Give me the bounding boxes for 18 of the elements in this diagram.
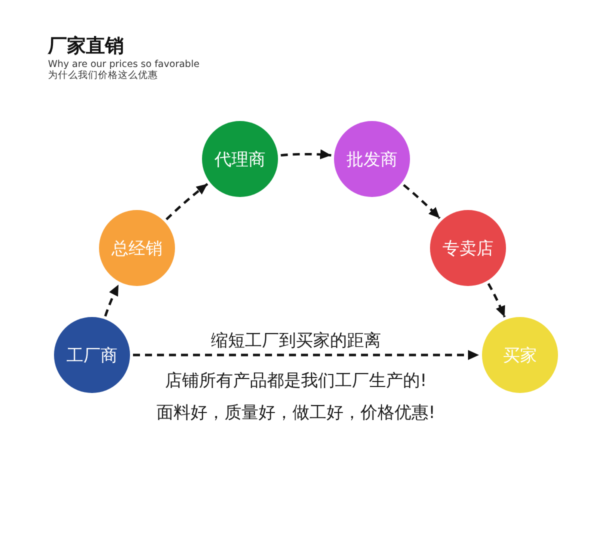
arrow [487, 283, 506, 318]
step-circle: 买家 [482, 317, 558, 393]
arrow [104, 284, 120, 317]
step-circle: 总经销 [99, 210, 175, 286]
edge-label: 缩短工厂到买家的距离 [211, 328, 381, 352]
title: 厂家直销 [48, 34, 124, 59]
note: 面料好，质量好，做工好，价格优惠! [156, 404, 436, 424]
subtitle: Why are our prices so favorable [48, 60, 200, 70]
step-circle: 专卖店 [430, 210, 506, 286]
step-circle: 代理商 [202, 121, 278, 197]
step-circle: 工厂商 [54, 317, 130, 393]
subtitle: 为什么我们价格这么优惠 [48, 71, 158, 82]
arrow [166, 182, 208, 220]
arrow [133, 350, 479, 360]
arrow [402, 184, 441, 220]
arrow [280, 149, 332, 160]
step-circle: 批发商 [334, 121, 410, 197]
note: 店铺所有产品都是我们工厂生产的! [165, 372, 427, 392]
